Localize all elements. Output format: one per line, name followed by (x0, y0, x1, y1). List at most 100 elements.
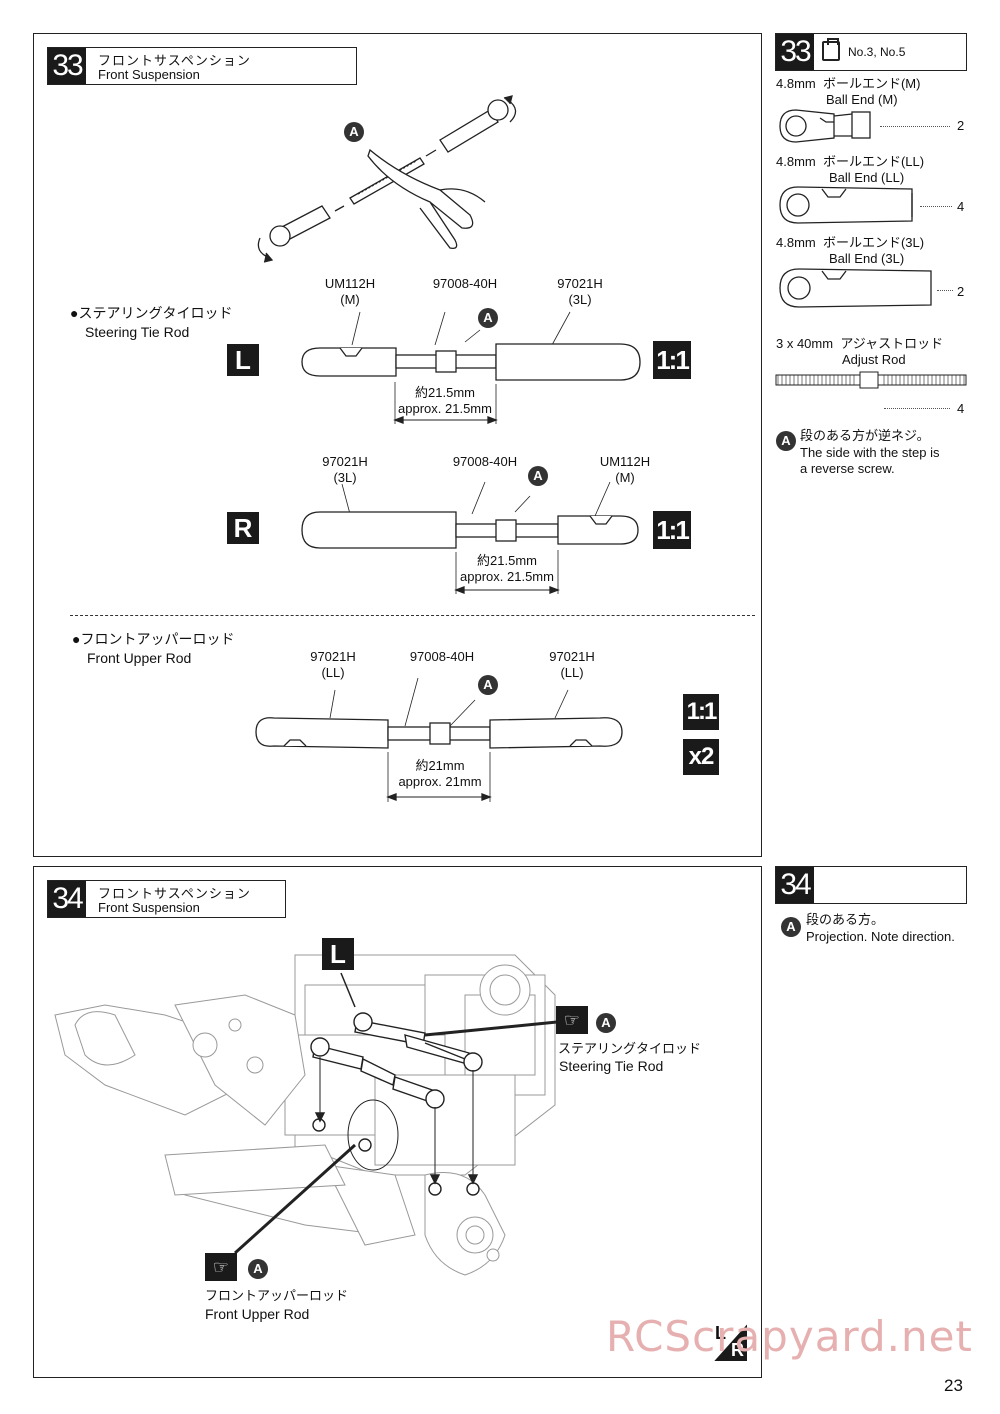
step34-upper-rod-en: Front Upper Rod (205, 1306, 310, 1322)
note33-jp: 段のある方が逆ネジ。 (800, 428, 930, 443)
r-rod-drawing (301, 481, 639, 594)
parts34-header: 34 (775, 866, 967, 904)
pointing-hand-icon-2: ☞ (205, 1253, 237, 1281)
l-rod-part-right-id: 97021H (557, 276, 603, 291)
step34-panel (33, 866, 762, 1378)
l-rod-drawing (301, 311, 641, 424)
part3-en: Ball End (3L) (829, 251, 905, 266)
upper-rod-part-mid: 97008-40H (409, 649, 475, 664)
upper-rod-part-left-sub: (LL) (321, 665, 345, 680)
step34-tie-rod-jp: ステアリングタイロッド (558, 1041, 702, 1056)
part-ball-end-3l-label: 4.8mm ボールエンド(3L) (776, 235, 924, 251)
step33-panel (33, 33, 762, 857)
lr-badge: L R (713, 1323, 747, 1361)
scale-badge-r: 1:1 (653, 511, 691, 549)
side-r-badge: R (227, 512, 259, 544)
upper-rod-drawing (255, 677, 623, 802)
part1-size: 4.8mm (776, 76, 816, 91)
part3-dotline (937, 290, 953, 291)
r-rod-dim-jp: 約21.5mm (477, 553, 537, 568)
part1-jp: ボールエンド(M) (822, 76, 921, 91)
lr-badge-l: L (715, 1323, 726, 1343)
r-rod-part-left-sub: (3L) (333, 470, 357, 485)
upper-rod-dim-jp: 約21mm (415, 758, 465, 773)
part-ball-end-ll-label: 4.8mm ボールエンド(LL) (776, 154, 924, 170)
watermark: RCScrapyard.net (606, 1312, 973, 1361)
part3-jp: ボールエンド(3L) (822, 235, 925, 250)
marker-a-upper-rod: A (478, 675, 498, 695)
step34-upper-rod-jp: フロントアッパーロッド (205, 1288, 349, 1303)
upper-rod-part-right-id: 97021H (549, 649, 595, 664)
part-adjust-rod-label: 3 x 40mm アジャストロッド (776, 336, 943, 352)
step34-marker-a-tie: A (596, 1013, 616, 1033)
ball-end-ll-drawing (779, 186, 913, 224)
upper-rod-part-left-id: 97021H (310, 649, 356, 664)
note34-marker: A (781, 917, 801, 937)
upper-rod-label-jp: ●フロントアッパーロッド (72, 631, 235, 647)
qty-x2-badge: x2 (683, 739, 719, 775)
step33-title-jp: フロントサスペンション (98, 53, 251, 68)
pointing-hand-icon: ☞ (556, 1006, 588, 1034)
r-rod-part-left: 97021H(3L) (305, 454, 385, 486)
marker-a-r-rod: A (528, 466, 548, 486)
upper-rod-label-en: Front Upper Rod (87, 650, 192, 666)
part1-en: Ball End (M) (826, 92, 898, 107)
step34-side-l: L (322, 938, 354, 970)
part2-qty: 4 (957, 199, 965, 214)
note34-en: Projection. Note direction. (806, 929, 955, 944)
l-rod-part-mid: 97008-40H (432, 276, 498, 291)
note33-en1: The side with the step is (800, 445, 940, 460)
part2-jp: ボールエンド(LL) (822, 154, 925, 169)
bag-number: No.3, No.5 (848, 45, 906, 59)
l-rod-part-right: 97021H(3L) (540, 276, 620, 308)
upper-rod-dim-en: approx. 21mm (398, 774, 482, 789)
part4-size: 3 x 40mm (776, 336, 834, 351)
part1-qty: 2 (957, 118, 965, 133)
tie-rod-label-en: Steering Tie Rod (85, 324, 190, 340)
step34-title-en: Front Suspension (98, 900, 200, 915)
side-l-badge: L (227, 344, 259, 376)
l-rod-dim-jp: 約21.5mm (415, 385, 475, 400)
ball-end-3l-drawing (779, 268, 932, 308)
pliers-illustration (257, 95, 517, 263)
upper-rod-part-left: 97021H(LL) (293, 649, 373, 681)
r-rod-part-right: UM112H(M) (585, 454, 665, 486)
part4-jp: アジャストロッド (840, 336, 944, 351)
lr-badge-r: R (731, 1340, 744, 1360)
scale-badge-l: 1:1 (653, 341, 691, 379)
r-rod-part-mid: 97008-40H (452, 454, 518, 469)
part4-qty: 4 (957, 401, 965, 416)
upper-rod-part-right-sub: (LL) (560, 665, 584, 680)
part2-size: 4.8mm (776, 154, 816, 169)
adjust-rod-drawing (775, 371, 967, 389)
parts34-number: 34 (776, 867, 814, 903)
step33-header: 33 フロントサスペンション Front Suspension (47, 47, 357, 85)
l-rod-part-left-sub: (M) (340, 292, 360, 307)
step34-marker-a-upper: A (248, 1259, 268, 1279)
marker-a-l-rod: A (478, 308, 498, 328)
part4-en: Adjust Rod (842, 352, 906, 367)
page-number: 23 (944, 1376, 963, 1395)
chassis-illustration (54, 954, 558, 1276)
note34-jp: 段のある方。 (806, 912, 885, 927)
parts33-header: 33 No.3, No.5 (775, 33, 967, 71)
step34-number: 34 (48, 881, 86, 917)
part1-dotline (880, 126, 950, 127)
marker-a-pliers: A (344, 122, 364, 142)
bag-icon (822, 38, 840, 61)
ball-end-m-drawing (779, 109, 871, 143)
parts33-number: 33 (776, 34, 814, 70)
note33-en2: a reverse screw. (800, 461, 895, 476)
part-ball-end-m-label: 4.8mm ボールエンド(M) (776, 76, 920, 92)
r-rod-part-right-sub: (M) (615, 470, 635, 485)
l-rod-part-left: UM112H(M) (310, 276, 390, 308)
step33-title-en: Front Suspension (98, 67, 200, 82)
step34-title-jp: フロントサスペンション (98, 886, 251, 901)
scale-badge-upper: 1:1 (683, 694, 719, 730)
part2-dotline (920, 206, 952, 207)
l-rod-dim-en: approx. 21.5mm (398, 401, 492, 416)
l-rod-part-right-sub: (3L) (568, 292, 592, 307)
tie-rod-label-jp: ●ステアリングタイロッド (70, 305, 233, 321)
